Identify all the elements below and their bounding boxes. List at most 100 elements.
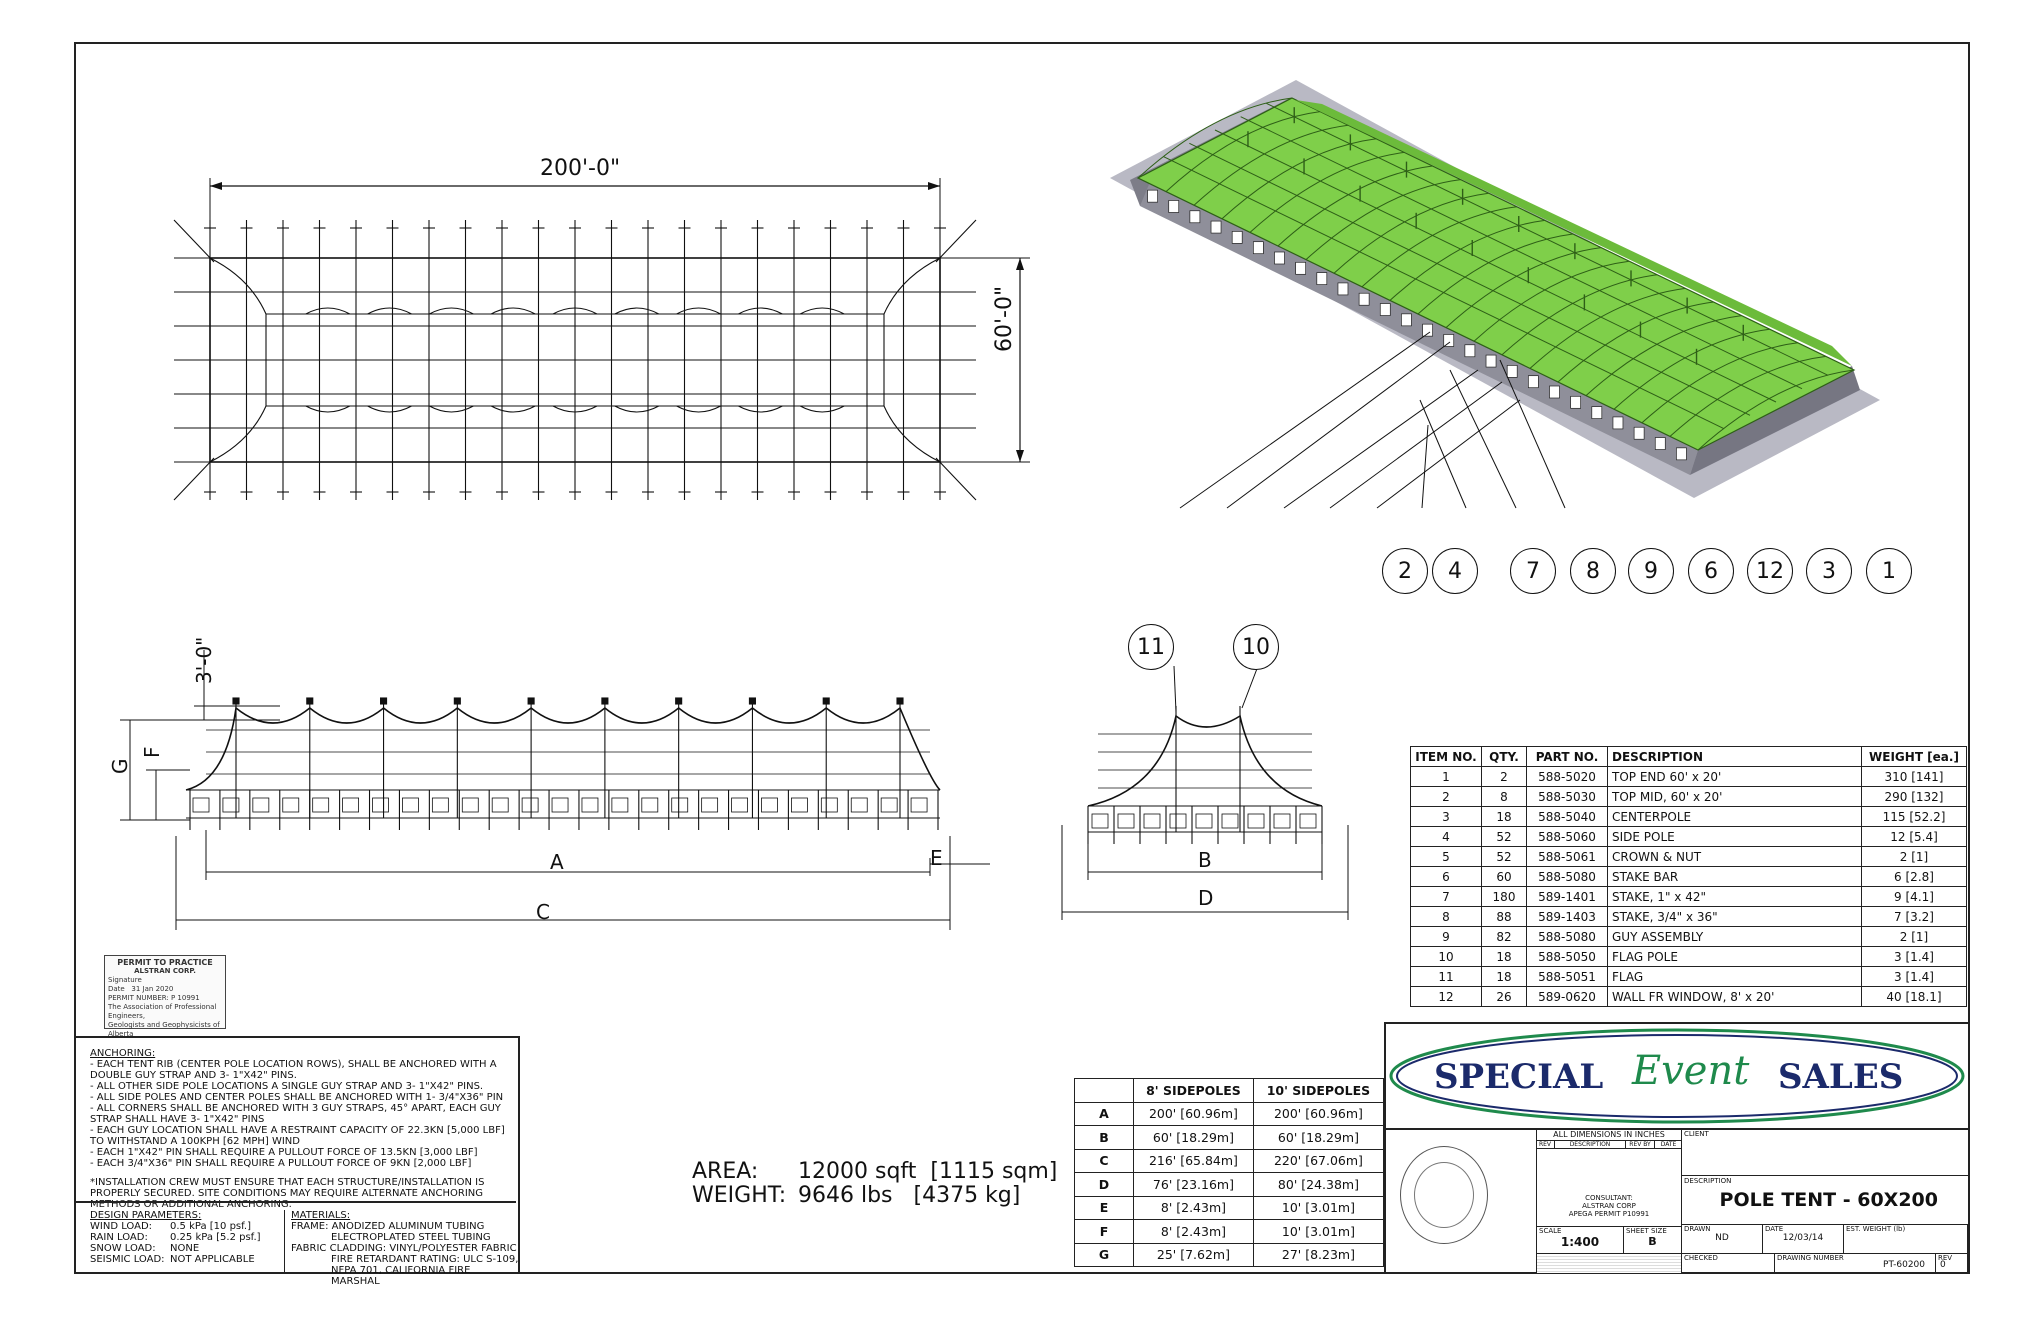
materials-line: FRAME: ANODIZED ALUMINUM TUBING [291, 1221, 485, 1232]
iso-window [1527, 375, 1539, 389]
side-window [611, 797, 629, 813]
side-elevation [120, 650, 990, 930]
side-window [761, 797, 778, 813]
bom-cell: 88 [1481, 906, 1527, 927]
dims-cell: 10' [3.01m] [1252, 1219, 1385, 1244]
rev-col: REV [1536, 1141, 1555, 1148]
anchoring-line: - EACH 3/4"x36" PIN SHALL REQUIRE A PULL… [90, 1158, 472, 1169]
iso-window [1231, 231, 1243, 244]
bom-cell: SIDE POLE [1607, 826, 1862, 847]
side-peak-cap [896, 697, 904, 705]
end-canopy-outline [1087, 714, 1323, 807]
plan-outline [209, 257, 941, 463]
plan-peak [676, 405, 721, 413]
side-window [312, 797, 330, 813]
end-window [1169, 813, 1187, 829]
side-peak-cap [453, 697, 461, 705]
dims-cell: 60' [18.29m] [1252, 1125, 1385, 1150]
side-window [372, 797, 389, 813]
bom-cell: 52 [1481, 846, 1527, 867]
bom-col-desc: DESCRIPTION [1607, 746, 1862, 767]
side-window [461, 797, 479, 813]
dims-cell: 80' [24.38m] [1252, 1172, 1385, 1197]
end-window [1299, 813, 1317, 829]
iso-window [1147, 189, 1158, 203]
bom-cell: 588-5061 [1526, 846, 1608, 867]
side-window [491, 797, 509, 813]
bom-cell: 8 [1481, 786, 1527, 807]
sheet-label: SHEET SIZE [1626, 1227, 1667, 1235]
iso-purlin [1189, 142, 1751, 416]
dims-cell: 8' [2.43m] [1133, 1219, 1254, 1244]
anchoring-title: ANCHORING: [90, 1048, 156, 1059]
bom-col-weight: WEIGHT [ea.] [1861, 746, 1967, 767]
bom-cell: STAKE BAR [1607, 866, 1862, 887]
dims-cell: 10' [3.01m] [1252, 1195, 1385, 1220]
est-weight-label: EST. WEIGHT (lb) [1846, 1225, 1906, 1233]
bom-col-item: ITEM NO. [1410, 746, 1482, 767]
rev-col: REV BY [1626, 1141, 1655, 1148]
plan-peak [429, 307, 474, 315]
bom-cell: 588-5080 [1526, 866, 1608, 887]
anchoring-line: - EACH GUY LOCATION SHALL HAVE A RESTRAI… [90, 1125, 505, 1147]
bom-cell: 588-5050 [1526, 946, 1608, 967]
dims-col-8ft: 8' SIDEPOLES [1133, 1078, 1254, 1103]
design-parameters: DESIGN PARAMETERS: WIND LOAD:0.5 kPa [10… [90, 1210, 270, 1265]
side-window [671, 797, 689, 813]
bom-header-row: ITEM NO. QTY. PART NO. DESCRIPTION WEIGH… [1410, 746, 1967, 767]
bom-cell: GUY ASSEMBLY [1607, 926, 1862, 947]
iso-rib [1277, 165, 1433, 247]
anchoring-notes: ANCHORING: - EACH TENT RIB (CENTER POLE … [90, 1048, 510, 1210]
callout-balloon: 4 [1432, 548, 1478, 594]
client-label: CLIENT [1684, 1130, 1709, 1138]
plan-corner-guy [935, 219, 977, 263]
plan-peak [614, 307, 660, 315]
iso-window [1443, 334, 1455, 347]
bom-cell: 5 [1410, 846, 1482, 867]
side-window [402, 797, 419, 813]
dims-cell: 25' [7.62m] [1133, 1242, 1254, 1267]
plan-peak [367, 307, 412, 315]
drawing-number-label: DRAWING NUMBER [1777, 1254, 1844, 1262]
side-peak-cap [380, 697, 388, 705]
bom-cell: 2 [1] [1861, 846, 1967, 867]
materials-line: NFPA 701, CALIFORNIA FIRE MARSHAL [331, 1265, 471, 1287]
side-label-e: E [930, 846, 943, 870]
dims-col-10ft: 10' SIDEPOLES [1252, 1078, 1385, 1103]
plan-peak [676, 307, 721, 315]
logo-word-3: SALES [1778, 1057, 1903, 1097]
plan-peak [490, 307, 536, 315]
bom-cell: CROWN & NUT [1607, 846, 1862, 867]
iso-window [1591, 406, 1603, 419]
iso-rib [1361, 206, 1517, 288]
dims-cell: 200' [60.96m] [1133, 1101, 1254, 1126]
design-param-label: WIND LOAD: [90, 1221, 153, 1232]
bom-cell: 40 [18.1] [1861, 986, 1967, 1007]
dims-cell: 216' [65.84m] [1133, 1148, 1254, 1173]
date-label: DATE [1765, 1225, 1784, 1233]
dims-cell: E [1074, 1195, 1134, 1220]
side-window [701, 797, 719, 813]
bom-cell: 8 [1410, 906, 1482, 927]
bom-cell: FLAG [1607, 966, 1862, 987]
side-window [551, 797, 569, 813]
bom-cell: 6 [2.8] [1861, 866, 1967, 887]
all-dims-label: ALL DIMENSIONS IN INCHES [1553, 1130, 1665, 1139]
iso-rib [1529, 287, 1686, 369]
plan-peak [738, 405, 783, 413]
dims-cell: 76' [23.16m] [1133, 1172, 1254, 1197]
permit-date-value: 31 Jan 2020 [131, 985, 174, 993]
consultant-line: ALSTRAN CORP [1582, 1202, 1636, 1210]
logo-word-2: Event [1631, 1048, 1750, 1094]
iso-purlin [1240, 116, 1803, 390]
plan-peak [367, 405, 412, 413]
drawing-border [74, 42, 1970, 1274]
side-peak-cap [675, 697, 683, 705]
bom-cell: TOP END 60' x 20' [1607, 766, 1862, 787]
iso-window [1464, 344, 1476, 358]
